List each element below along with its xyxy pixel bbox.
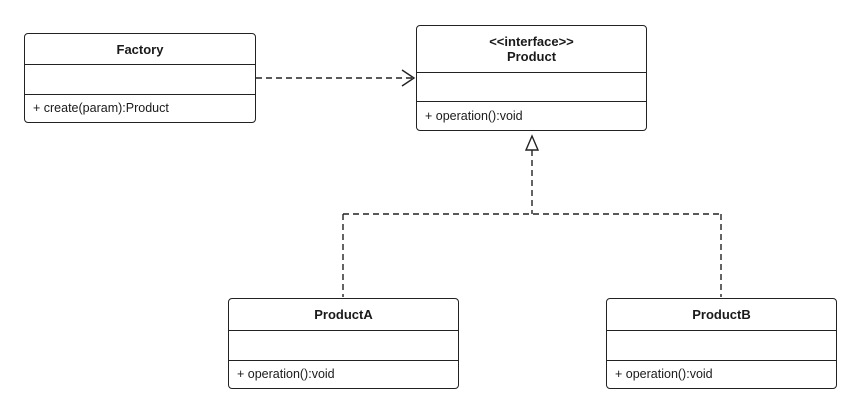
class-producta-header: ProductA [229,299,458,331]
class-product[interactable]: <<interface>> Product + operation():void [416,25,647,131]
class-productb[interactable]: ProductB + operation():void [606,298,837,389]
class-productb-header: ProductB [607,299,836,331]
class-factory-header: Factory [25,34,255,65]
class-product-operations: + operation():void [417,102,646,129]
class-factory-attributes [25,65,255,95]
open-arrowhead-icon [401,69,416,87]
class-product-attributes [417,73,646,102]
class-producta-operations: + operation():void [229,361,458,387]
class-producta-operation: + operation():void [237,367,335,381]
class-productb-name: ProductB [692,307,751,322]
class-factory-operation: + create(param):Product [33,101,169,115]
class-factory-operations: + create(param):Product [25,95,255,121]
class-product-operation: + operation():void [425,108,523,123]
class-producta-name: ProductA [314,307,373,322]
class-product-stereotype: <<interface>> [489,34,574,49]
hollow-triangle-arrowhead-icon [524,134,540,151]
class-product-name: Product [506,49,557,64]
class-factory-name: Factory [116,41,164,57]
class-productb-operation: + operation():void [615,367,713,381]
class-productb-attributes [607,331,836,361]
class-product-header: <<interface>> Product [417,26,646,73]
class-producta[interactable]: ProductA + operation():void [228,298,459,389]
class-producta-attributes [229,331,458,361]
class-productb-operations: + operation():void [607,361,836,387]
class-factory[interactable]: Factory + create(param):Product [24,33,256,123]
